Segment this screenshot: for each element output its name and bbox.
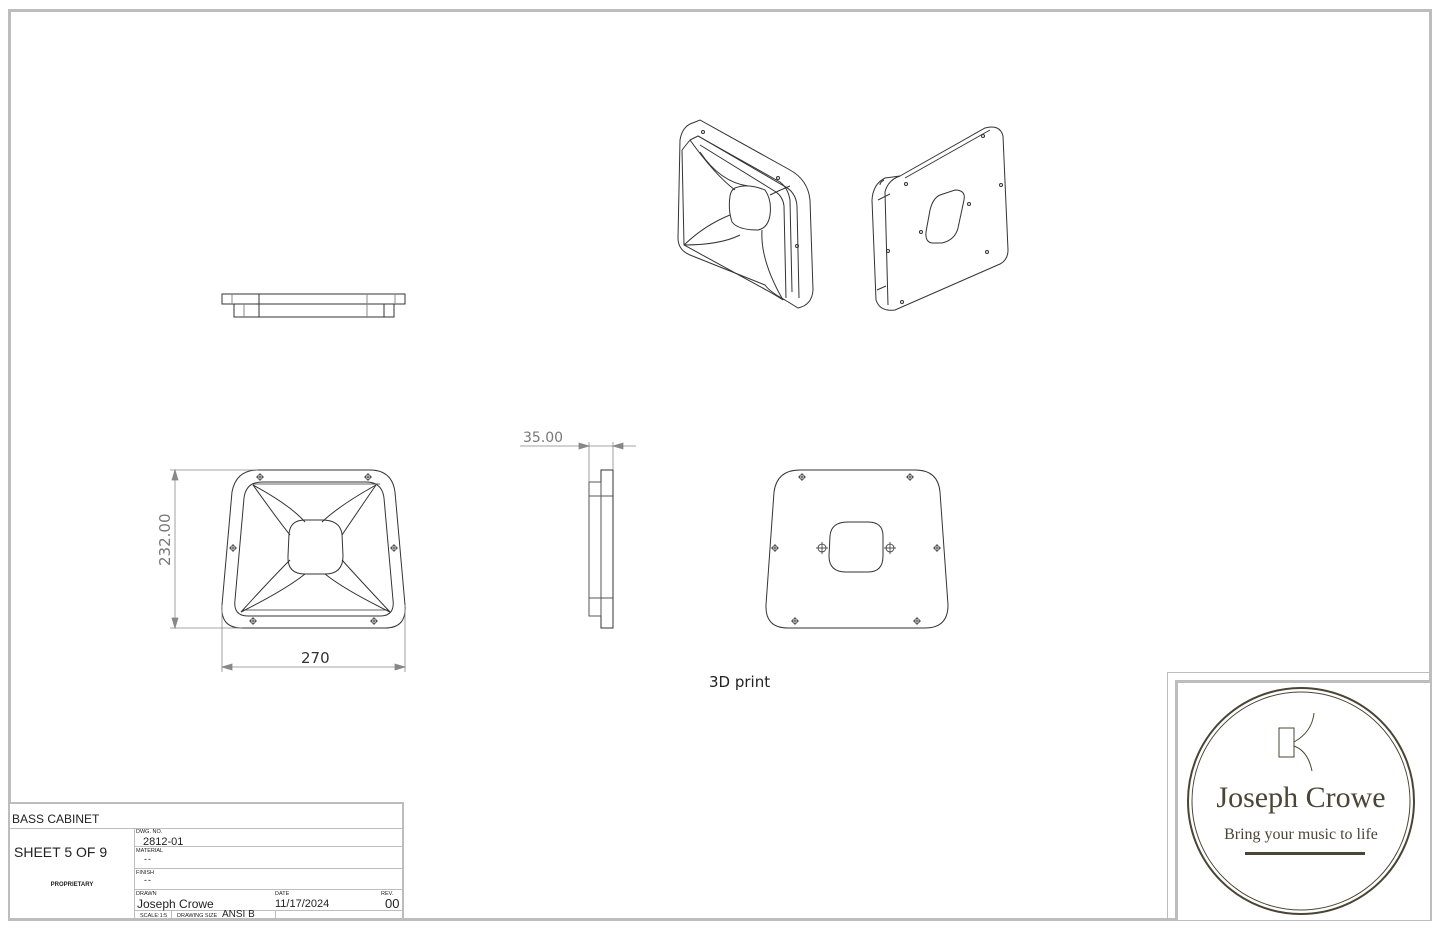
rev-value: 00: [385, 896, 400, 911]
front-view: [221, 469, 406, 629]
side-view: [588, 469, 614, 629]
drawn-label: DRAWN: [136, 891, 157, 897]
isometric-front-view: [677, 119, 814, 309]
finish-cell: FINISH --: [135, 869, 404, 890]
logo-tagline: Bring your music to life: [1224, 826, 1378, 843]
drawing-note: 3D print: [709, 673, 771, 691]
drawing-size-label: DRAWING SIZE: [177, 913, 218, 919]
dwg-no-value: 2812-01: [143, 836, 184, 848]
proprietary-label: PROPRIETARY: [50, 882, 94, 888]
side-view-dimension: [520, 442, 636, 482]
sheet-info: SHEET 5 OF 9 PROPRIETARY: [10, 828, 135, 920]
logo-underline: [1245, 852, 1365, 855]
depth-dimension-label: 35.00: [523, 430, 563, 446]
width-dimension-label: 270: [301, 649, 330, 667]
finish-label: FINISH: [136, 870, 155, 876]
drawn-by-value: Joseph Crowe: [137, 897, 214, 911]
material-value: --: [144, 854, 152, 864]
drawing-sheet-bottom-border: [8, 918, 1432, 921]
logo-frame-outer: [1167, 672, 1432, 920]
front-view-dimensions: [170, 468, 407, 672]
date-value: 11/17/2024: [275, 898, 330, 910]
finish-value: --: [144, 875, 152, 885]
sheet-number: SHEET 5 OF 9: [14, 844, 108, 860]
scale-label: SCALE:1:5: [140, 913, 168, 919]
drawn-cell: DRAWN Joseph Crowe DATE 11/17/2024 REV. …: [135, 890, 404, 911]
title-row: BASS CABINET: [10, 804, 402, 829]
isometric-back-view: [871, 126, 1009, 311]
drawing-title: BASS CABINET: [12, 812, 100, 826]
rev-label: REV.: [381, 891, 394, 897]
speaker-icon: [1278, 712, 1315, 772]
dwg-no-cell: DWG. NO. 2812-01: [135, 828, 404, 848]
material-label: MATERIAL: [136, 848, 164, 854]
drawing-size-value: ANSI B: [222, 909, 255, 920]
title-block: BASS CABINET SHEET 5 OF 9 PROPRIETARY DW…: [8, 802, 404, 921]
scale-cell: SCALE:1:5 DRAWING SIZE ANSI B: [135, 909, 404, 921]
height-dimension-label: 232.00: [156, 514, 174, 567]
back-view: [765, 469, 949, 629]
date-label: DATE: [275, 891, 290, 897]
logo-name: Joseph Crowe: [1216, 781, 1385, 814]
material-cell: MATERIAL --: [135, 847, 404, 869]
top-view: [221, 293, 406, 318]
logo-frame: [1175, 680, 1430, 920]
dwg-no-label: DWG. NO.: [136, 829, 163, 835]
company-logo: Joseph Crowe Bring your music to life: [1187, 687, 1415, 915]
